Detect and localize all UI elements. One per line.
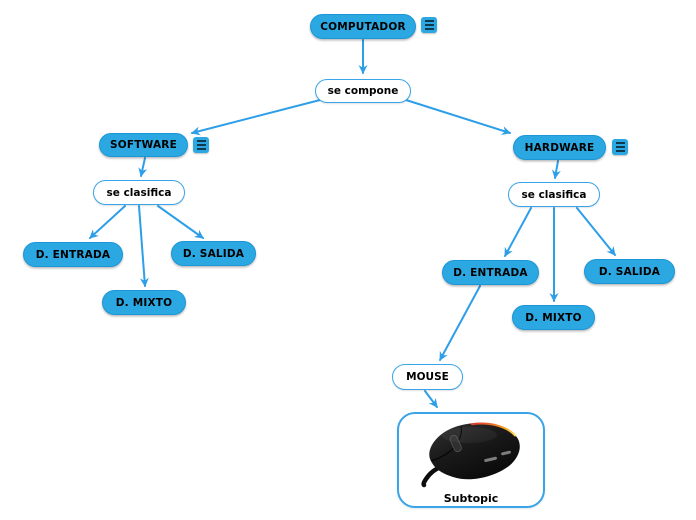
topic-d-mixto-left[interactable]: D. MIXTO — [102, 290, 186, 315]
relationship-se-clasifica-right[interactable]: se clasifica — [508, 182, 600, 207]
edge-software-seclasifica — [138, 157, 148, 177]
topic-computador[interactable]: COMPUTADOR — [310, 14, 416, 39]
topic-menu-icon[interactable] — [421, 17, 437, 33]
topic-hardware[interactable]: HARDWARE — [513, 135, 606, 160]
topic-menu-icon[interactable] — [193, 137, 209, 153]
edge-secompone-hardware — [405, 99, 511, 135]
relationship-se-clasifica-left[interactable]: se clasifica — [93, 180, 185, 205]
subtopic-label: Subtopic — [443, 492, 499, 505]
topic-d-salida-left[interactable]: D. SALIDA — [171, 241, 256, 266]
edge-hardware-seclasifica — [551, 160, 561, 179]
topic-d-entrada-left[interactable]: D. ENTRADA — [23, 242, 123, 267]
edge-mouse-subtopic — [424, 390, 438, 408]
edge-seclasificar-dentrada — [504, 207, 532, 257]
edge-seclasifical-dmixto — [138, 205, 149, 287]
topic-d-entrada-right[interactable]: D. ENTRADA — [442, 260, 539, 285]
edge-seclasificar-dsalida — [576, 207, 616, 256]
relationship-mouse[interactable]: MOUSE — [392, 364, 463, 390]
edge-seclasifical-dsalida — [157, 205, 204, 239]
mouse-image — [412, 418, 530, 491]
edge-seclasifical-dentrada — [89, 205, 126, 239]
topic-menu-icon[interactable] — [612, 139, 628, 155]
edge-secompone-software — [191, 99, 321, 136]
topic-d-salida-right[interactable]: D. SALIDA — [584, 259, 675, 284]
relationship-se-compone[interactable]: se compone — [315, 79, 411, 103]
edge-dentrada-mouse — [439, 285, 481, 361]
topic-d-mixto-right[interactable]: D. MIXTO — [512, 305, 595, 330]
topic-software[interactable]: SOFTWARE — [99, 133, 188, 157]
topic-subtopic[interactable]: Subtopic — [397, 412, 545, 508]
